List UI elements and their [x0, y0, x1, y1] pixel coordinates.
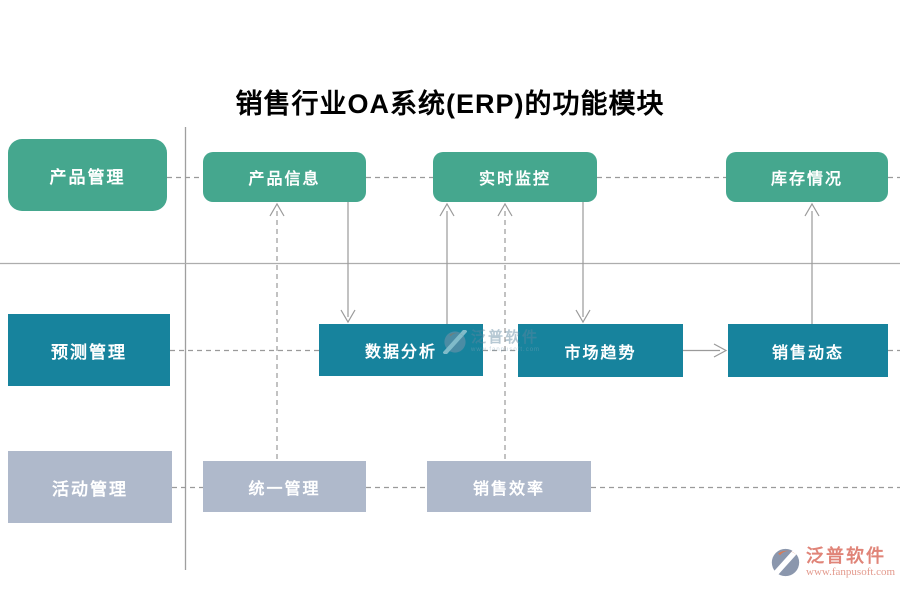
arrowhead-up-icon: [497, 202, 513, 217]
corner-watermark: 泛普软件 www.fanpusoft.com: [770, 547, 895, 578]
arrowhead-right-icon: [713, 343, 728, 358]
arrowhead-up-icon: [269, 202, 285, 217]
node-market-trend: 市场趋势: [518, 324, 683, 377]
node-sales-dynamics: 销售动态: [728, 324, 888, 377]
watermark-url: www.fanpusoft.com: [806, 566, 896, 578]
center-watermark: 泛普软件 www.fanpusoft.com: [443, 330, 540, 354]
watermark-url: www.fanpusoft.com: [471, 347, 541, 353]
node-unified-mgmt: 统一管理: [203, 461, 366, 512]
node-label: 库存情况: [770, 171, 843, 188]
fanpu-logo-icon: [770, 547, 801, 578]
node-label: 实时监控: [478, 171, 551, 188]
node-label: 销售动态: [771, 344, 844, 362]
node-product-info: 产品信息: [203, 152, 366, 202]
node-label: 产品信息: [248, 171, 321, 188]
node-label: 活动管理: [52, 479, 128, 499]
node-realtime-monitor: 实时监控: [433, 152, 597, 202]
arrowhead-up-icon: [439, 202, 455, 217]
lane-label-activity-mgmt: 活动管理: [8, 451, 172, 523]
arrowhead-up-icon: [804, 202, 820, 217]
watermark-brand: 泛普软件: [471, 329, 540, 346]
lane-label-forecast-mgmt: 预测管理: [8, 314, 170, 386]
lane-label-product-mgmt: 产品管理: [8, 139, 167, 211]
node-sales-efficiency: 销售效率: [427, 461, 591, 512]
node-label: 预测管理: [51, 342, 127, 362]
node-label: 销售效率: [472, 480, 545, 498]
node-label: 数据分析: [364, 344, 437, 361]
fanpu-logo-icon: [443, 330, 467, 354]
node-label: 统一管理: [248, 480, 321, 498]
node-data-analysis: 数据分析: [319, 324, 483, 376]
node-inventory-status: 库存情况: [726, 152, 888, 202]
node-label: 市场趋势: [564, 344, 637, 362]
node-label: 产品管理: [49, 167, 126, 187]
page-title: 销售行业OA系统(ERP)的功能模块: [235, 89, 665, 119]
watermark-brand: 泛普软件: [806, 546, 886, 566]
arrowhead-down-icon: [340, 309, 356, 324]
arrowhead-down-icon: [575, 309, 591, 324]
